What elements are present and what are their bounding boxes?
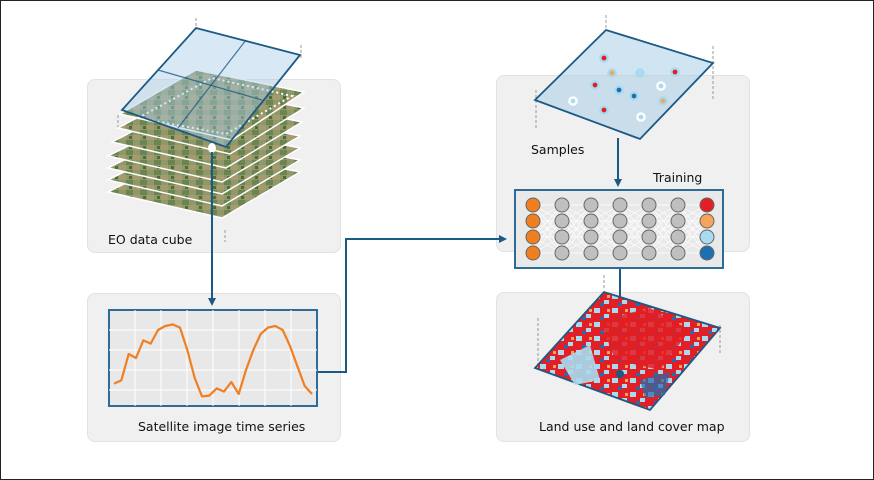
samples-label: Samples xyxy=(531,142,585,157)
hidden-node xyxy=(554,213,570,229)
eo-data-cube-stack xyxy=(105,18,306,242)
sample-point xyxy=(629,91,639,101)
time-series-chart xyxy=(108,309,318,407)
samples-plane xyxy=(533,15,715,141)
hidden-node xyxy=(583,245,599,261)
eo-cube-label: EO data cube xyxy=(108,232,193,247)
arrow-timeseries-to-training xyxy=(317,235,507,373)
time-series-line xyxy=(113,323,313,398)
hidden-node xyxy=(583,197,599,213)
hidden-node xyxy=(641,197,657,213)
sample-point xyxy=(658,96,668,106)
hidden-node xyxy=(554,229,570,245)
map-pixel-marker xyxy=(616,370,624,378)
output-node xyxy=(699,213,715,229)
input-node xyxy=(525,213,541,229)
hidden-node xyxy=(612,213,628,229)
network-edge xyxy=(590,204,621,254)
output-node xyxy=(699,245,715,261)
hidden-node xyxy=(583,229,599,245)
input-node xyxy=(525,197,541,213)
input-node xyxy=(525,245,541,261)
sample-point xyxy=(635,68,645,78)
time-series-label: Satellite image time series xyxy=(138,419,306,434)
cube-selection-plane xyxy=(120,26,302,149)
network-edge xyxy=(619,204,650,254)
network-edge xyxy=(648,204,679,254)
hidden-node xyxy=(612,245,628,261)
sample-point xyxy=(614,85,624,95)
sample-point xyxy=(607,68,617,78)
hidden-node xyxy=(641,245,657,261)
training-network xyxy=(514,189,724,269)
training-label: Training xyxy=(653,170,703,185)
hidden-node xyxy=(554,197,570,213)
network-edge xyxy=(677,204,708,254)
input-node xyxy=(525,229,541,245)
sample-point xyxy=(590,80,600,90)
sample-point xyxy=(568,96,578,106)
land-cover-map xyxy=(533,275,722,412)
map-label: Land use and land cover map xyxy=(539,419,725,434)
hidden-node xyxy=(583,213,599,229)
sample-point xyxy=(670,67,680,77)
hidden-node xyxy=(670,245,686,261)
hidden-node xyxy=(670,213,686,229)
network-edge xyxy=(532,204,563,254)
output-node xyxy=(699,229,715,245)
pixel-location-marker xyxy=(208,143,216,153)
hidden-node xyxy=(670,229,686,245)
sample-point xyxy=(599,53,609,63)
sample-point xyxy=(636,112,646,122)
output-node xyxy=(699,197,715,213)
sample-point xyxy=(656,81,666,91)
hidden-node xyxy=(554,245,570,261)
sample-point xyxy=(599,105,609,115)
hidden-node xyxy=(670,197,686,213)
hidden-node xyxy=(641,229,657,245)
hidden-node xyxy=(612,229,628,245)
hidden-node xyxy=(612,197,628,213)
hidden-node xyxy=(641,213,657,229)
network-edge xyxy=(561,204,592,254)
cube-layer-1 xyxy=(117,69,306,141)
